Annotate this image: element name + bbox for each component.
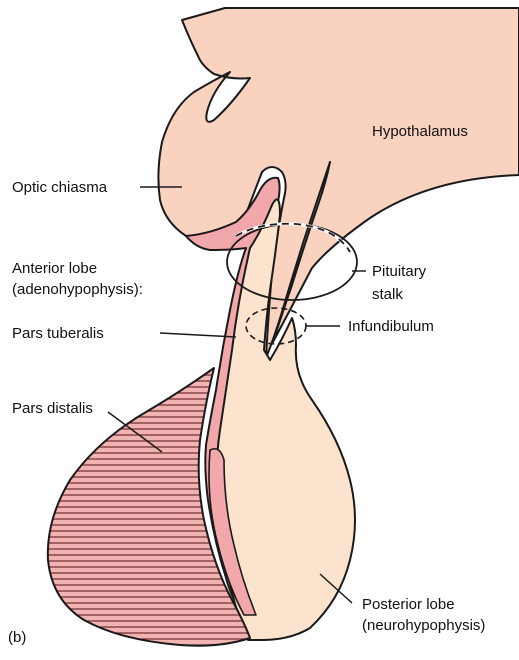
label-stalk: stalk [372, 286, 403, 303]
label-optic-chiasma: Optic chiasma [12, 179, 108, 196]
label-neurohypophysis: (neurohypophysis) [362, 617, 485, 634]
label-hypothalamus: Hypothalamus [372, 123, 468, 140]
label-adenohypophysis: (adenohypophysis): [12, 281, 143, 298]
label-anterior-lobe: Anterior lobe [12, 260, 97, 277]
label-pars-distalis: Pars distalis [12, 400, 93, 417]
label-pars-tuberalis: Pars tuberalis [12, 325, 104, 342]
panel-label: (b) [8, 629, 26, 646]
label-pituitary: Pituitary [372, 263, 427, 280]
label-posterior-lobe: Posterior lobe [362, 596, 455, 613]
hypothalamus-region [158, 8, 519, 358]
label-infundibulum: Infundibulum [348, 318, 434, 335]
